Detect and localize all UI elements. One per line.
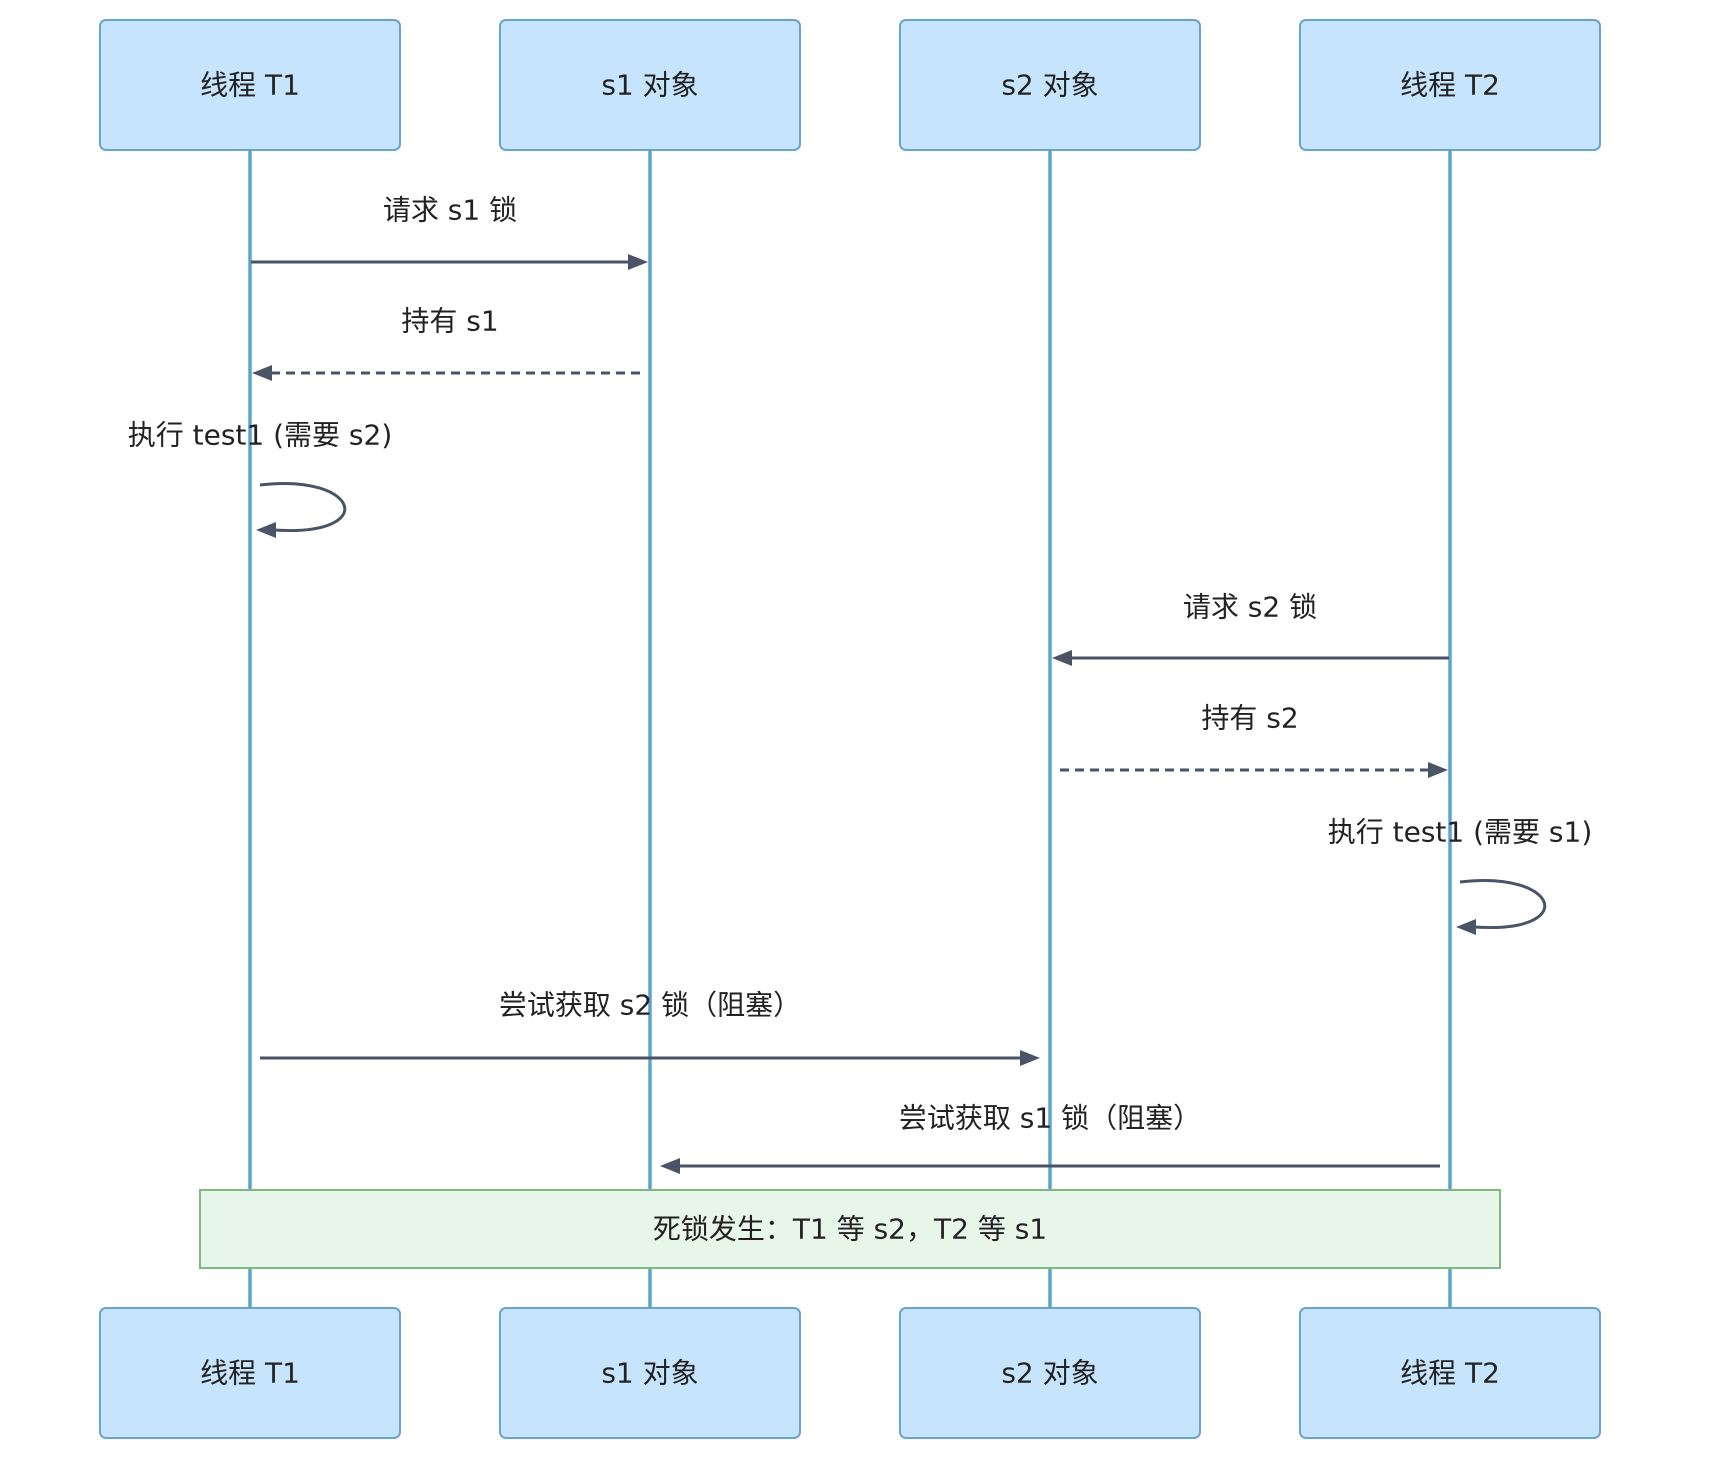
actor-box <box>1299 19 1601 151</box>
actor-box <box>899 1307 1201 1439</box>
actor-s2-bottom[interactable]: s2 对象 <box>899 1307 1201 1439</box>
actor-box <box>899 19 1201 151</box>
actor-box <box>1299 1307 1601 1439</box>
actor-t1-bottom[interactable]: 线程 T1 <box>99 1307 401 1439</box>
note-text: 死锁发生：T1 等 s2，T2 等 s1 <box>653 1213 1047 1246</box>
self-loop-line <box>1459 879 1547 930</box>
actor-label: s1 对象 <box>601 69 698 102</box>
arrowhead-icon <box>252 365 272 381</box>
message-7: 尝试获取 s2 锁（阻塞） <box>260 989 1040 1066</box>
self-loop-line <box>259 482 347 533</box>
message-label: 尝试获取 s1 锁（阻塞） <box>899 1102 1201 1135</box>
message-label: 请求 s1 锁 <box>383 194 517 227</box>
note-box <box>199 1189 1501 1269</box>
actor-box <box>499 1307 801 1439</box>
message-1: 请求 s1 锁 <box>251 194 648 270</box>
arrowhead-icon <box>1428 762 1448 778</box>
arrowhead-icon <box>1456 919 1476 935</box>
message-4: 请求 s2 锁 <box>1052 591 1449 666</box>
message-8: 尝试获取 s1 锁（阻塞） <box>660 1102 1440 1174</box>
message-6: 执行 test1 (需要 s1) <box>1328 816 1593 935</box>
actor-t2-top[interactable]: 线程 T2 <box>1299 19 1601 151</box>
actor-s1-top[interactable]: s1 对象 <box>499 19 801 151</box>
actor-t1-top[interactable]: 线程 T1 <box>99 19 401 151</box>
message-3: 执行 test1 (需要 s2) <box>128 419 393 538</box>
message-label: 请求 s2 锁 <box>1183 591 1317 624</box>
actor-label: s2 对象 <box>1001 1357 1098 1390</box>
deadlock-note: 死锁发生：T1 等 s2，T2 等 s1 <box>199 1189 1501 1269</box>
arrowhead-icon <box>1052 650 1072 666</box>
arrowhead-icon <box>256 522 276 538</box>
message-label: 持有 s2 <box>1201 702 1298 735</box>
message-label: 执行 test1 (需要 s2) <box>128 419 393 452</box>
arrowhead-icon <box>1020 1050 1040 1066</box>
actor-box <box>499 19 801 151</box>
arrowhead-icon <box>660 1158 680 1174</box>
actor-label: s1 对象 <box>601 1357 698 1390</box>
actor-s2-top[interactable]: s2 对象 <box>899 19 1201 151</box>
message-label: 尝试获取 s2 锁（阻塞） <box>499 989 801 1022</box>
actor-t2-bottom[interactable]: 线程 T2 <box>1299 1307 1601 1439</box>
actor-s1-bottom[interactable]: s1 对象 <box>499 1307 801 1439</box>
actor-label: s2 对象 <box>1001 69 1098 102</box>
arrowhead-icon <box>628 254 648 270</box>
actor-label: 线程 T1 <box>200 69 300 102</box>
actor-box <box>99 1307 401 1439</box>
message-5: 持有 s2 <box>1060 702 1448 778</box>
message-label: 持有 s1 <box>401 305 498 338</box>
message-2: 持有 s1 <box>252 305 640 381</box>
actor-box <box>99 19 401 151</box>
actor-label: 线程 T2 <box>1400 1357 1500 1390</box>
actor-label: 线程 T1 <box>200 1357 300 1390</box>
message-label: 执行 test1 (需要 s1) <box>1328 816 1593 849</box>
actor-label: 线程 T2 <box>1400 69 1500 102</box>
